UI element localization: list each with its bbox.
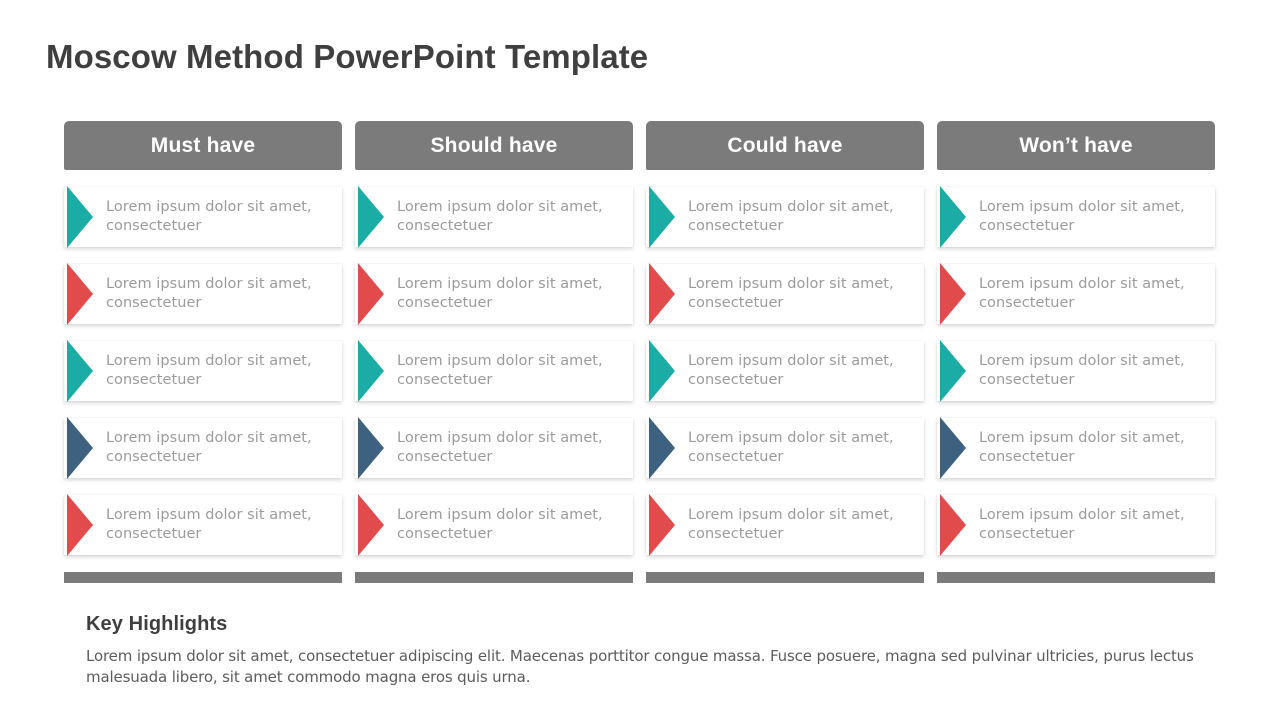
- column-footer-bar: [64, 572, 342, 583]
- list-item-text: Lorem ipsum dolor sit amet, consectetuer: [979, 507, 1185, 542]
- card-list: Lorem ipsum dolor sit amet, consectetuer…: [64, 186, 342, 556]
- list-item-text: Lorem ipsum dolor sit amet, consectetuer: [397, 199, 603, 234]
- list-item[interactable]: Lorem ipsum dolor sit amet, consectetuer: [646, 263, 924, 325]
- list-item[interactable]: Lorem ipsum dolor sit amet, consectetuer: [937, 494, 1215, 556]
- list-item[interactable]: Lorem ipsum dolor sit amet, consectetuer: [64, 340, 342, 402]
- list-item[interactable]: Lorem ipsum dolor sit amet, consectetuer: [355, 340, 633, 402]
- list-item-text: Lorem ipsum dolor sit amet, consectetuer: [688, 430, 894, 465]
- list-item[interactable]: Lorem ipsum dolor sit amet, consectetuer: [355, 263, 633, 325]
- column-header[interactable]: Must have: [64, 121, 342, 170]
- list-item-text: Lorem ipsum dolor sit amet, consectetuer: [106, 353, 312, 388]
- arrow-right-icon: [67, 417, 93, 479]
- card-list: Lorem ipsum dolor sit amet, consectetuer…: [646, 186, 924, 556]
- arrow-right-icon: [67, 340, 93, 402]
- list-item[interactable]: Lorem ipsum dolor sit amet, consectetuer: [646, 417, 924, 479]
- arrow-right-icon: [358, 494, 384, 556]
- column-footer-bar: [646, 572, 924, 583]
- arrow-right-icon: [358, 186, 384, 248]
- list-item-text: Lorem ipsum dolor sit amet, consectetuer: [688, 199, 894, 234]
- arrow-right-icon: [940, 417, 966, 479]
- arrow-right-icon: [358, 340, 384, 402]
- list-item[interactable]: Lorem ipsum dolor sit amet, consectetuer: [646, 186, 924, 248]
- arrow-right-icon: [649, 186, 675, 248]
- list-item-text: Lorem ipsum dolor sit amet, consectetuer: [688, 276, 894, 311]
- card-list: Lorem ipsum dolor sit amet, consectetuer…: [937, 186, 1215, 556]
- list-item[interactable]: Lorem ipsum dolor sit amet, consectetuer: [646, 340, 924, 402]
- list-item-text: Lorem ipsum dolor sit amet, consectetuer: [979, 276, 1185, 311]
- list-item-text: Lorem ipsum dolor sit amet, consectetuer: [688, 507, 894, 542]
- column-footer-bar: [937, 572, 1215, 583]
- list-item-text: Lorem ipsum dolor sit amet, consectetuer: [397, 353, 603, 388]
- arrow-right-icon: [649, 494, 675, 556]
- list-item[interactable]: Lorem ipsum dolor sit amet, consectetuer: [355, 494, 633, 556]
- key-highlights-title: Key Highlights: [86, 613, 228, 635]
- arrow-right-icon: [358, 417, 384, 479]
- key-highlights-body: Lorem ipsum dolor sit amet, consectetuer…: [86, 647, 1194, 686]
- arrow-right-icon: [67, 494, 93, 556]
- arrow-right-icon: [358, 263, 384, 325]
- arrow-right-icon: [940, 494, 966, 556]
- list-item-text: Lorem ipsum dolor sit amet, consectetuer: [397, 276, 603, 311]
- card-list: Lorem ipsum dolor sit amet, consectetuer…: [355, 186, 633, 556]
- list-item-text: Lorem ipsum dolor sit amet, consectetuer: [106, 199, 312, 234]
- list-item-text: Lorem ipsum dolor sit amet, consectetuer: [106, 276, 312, 311]
- list-item-text: Lorem ipsum dolor sit amet, consectetuer: [979, 353, 1185, 388]
- arrow-right-icon: [67, 263, 93, 325]
- list-item-text: Lorem ipsum dolor sit amet, consectetuer: [979, 199, 1185, 234]
- list-item[interactable]: Lorem ipsum dolor sit amet, consectetuer: [64, 186, 342, 248]
- arrow-right-icon: [940, 263, 966, 325]
- column-header[interactable]: Could have: [646, 121, 924, 170]
- arrow-right-icon: [940, 186, 966, 248]
- list-item-text: Lorem ipsum dolor sit amet, consectetuer: [979, 430, 1185, 465]
- list-item[interactable]: Lorem ipsum dolor sit amet, consectetuer: [937, 417, 1215, 479]
- arrow-right-icon: [67, 186, 93, 248]
- list-item[interactable]: Lorem ipsum dolor sit amet, consectetuer: [64, 494, 342, 556]
- list-item-text: Lorem ipsum dolor sit amet, consectetuer: [106, 430, 312, 465]
- list-item-text: Lorem ipsum dolor sit amet, consectetuer: [397, 430, 603, 465]
- list-item[interactable]: Lorem ipsum dolor sit amet, consectetuer: [646, 494, 924, 556]
- column-header[interactable]: Won’t have: [937, 121, 1215, 170]
- list-item[interactable]: Lorem ipsum dolor sit amet, consectetuer: [937, 263, 1215, 325]
- arrow-right-icon: [649, 263, 675, 325]
- arrow-right-icon: [649, 417, 675, 479]
- column-footer-bar: [355, 572, 633, 583]
- list-item[interactable]: Lorem ipsum dolor sit amet, consectetuer: [937, 186, 1215, 248]
- list-item-text: Lorem ipsum dolor sit amet, consectetuer: [106, 507, 312, 542]
- page-title: Moscow Method PowerPoint Template: [46, 38, 649, 75]
- column-header[interactable]: Should have: [355, 121, 633, 170]
- list-item[interactable]: Lorem ipsum dolor sit amet, consectetuer: [355, 417, 633, 479]
- list-item[interactable]: Lorem ipsum dolor sit amet, consectetuer: [355, 186, 633, 248]
- arrow-right-icon: [649, 340, 675, 402]
- list-item[interactable]: Lorem ipsum dolor sit amet, consectetuer: [64, 263, 342, 325]
- key-highlights-section: Key Highlights Lorem ipsum dolor sit ame…: [86, 613, 1201, 688]
- list-item[interactable]: Lorem ipsum dolor sit amet, consectetuer: [64, 417, 342, 479]
- arrow-right-icon: [940, 340, 966, 402]
- list-item-text: Lorem ipsum dolor sit amet, consectetuer: [688, 353, 894, 388]
- list-item[interactable]: Lorem ipsum dolor sit amet, consectetuer: [937, 340, 1215, 402]
- list-item-text: Lorem ipsum dolor sit amet, consectetuer: [397, 507, 603, 542]
